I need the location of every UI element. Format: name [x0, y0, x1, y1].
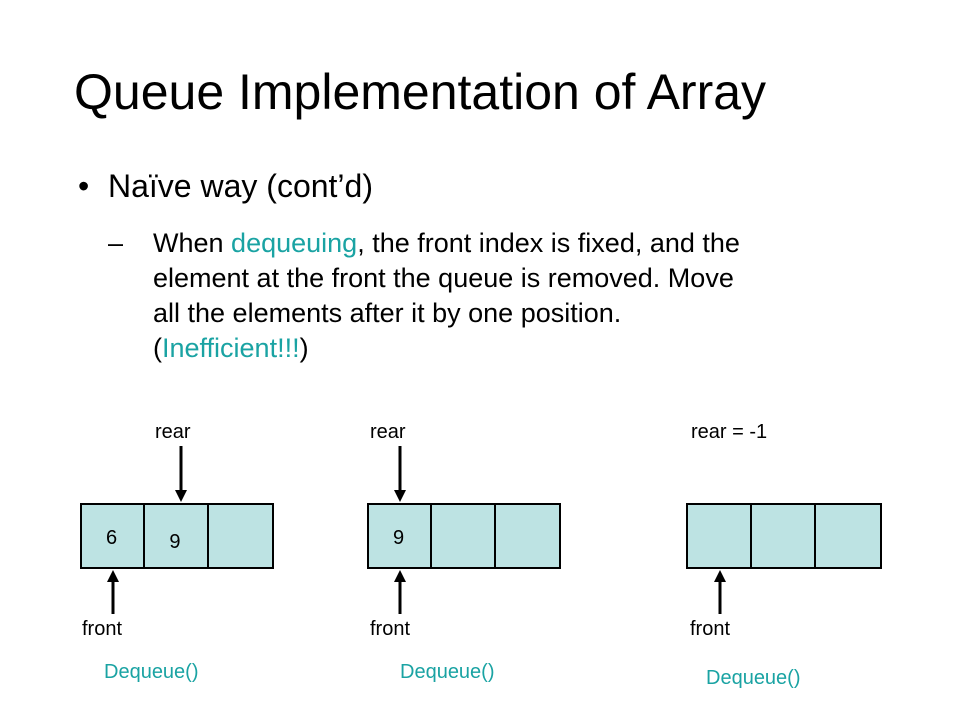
- sub-text-4-close: ): [299, 333, 309, 363]
- array-cell: 9: [369, 505, 433, 567]
- rear-label-3: rear = -1: [691, 421, 768, 443]
- array-cell: [752, 505, 816, 567]
- dequeue-call-2: Dequeue(): [400, 661, 495, 683]
- sub-bullet-line-3: all the elements after it by one positio…: [108, 296, 740, 331]
- bullet-dot: •: [78, 168, 90, 204]
- array-cell: [688, 505, 752, 567]
- sub-text-1b: , the front index is fixed, and the: [357, 228, 740, 258]
- sub-bullet-line-2: element at the front the queue is remove…: [108, 261, 740, 296]
- front-label-1: front: [82, 618, 123, 640]
- array-cell: [209, 505, 272, 567]
- sub-bullet: –When dequeuing, the front index is fixe…: [108, 226, 740, 366]
- array-cell: 6: [82, 505, 146, 567]
- queue-array-3: [686, 503, 882, 569]
- rear-label-1: rear: [155, 421, 191, 443]
- sub-bullet-line-1: –When dequeuing, the front index is fixe…: [108, 226, 740, 261]
- bullet-text: Naïve way (cont’d): [108, 168, 373, 204]
- sub-text-4-open: (: [153, 333, 162, 363]
- rear-label-2: rear: [370, 421, 406, 443]
- array-cell: [496, 505, 559, 567]
- queue-array-2: 9: [367, 503, 561, 569]
- dequeue-call-1: Dequeue(): [104, 661, 199, 683]
- sub-bullet-dash: –: [108, 228, 124, 258]
- front-label-2: front: [370, 618, 411, 640]
- main-bullet: • Naïve way (cont’d): [78, 166, 373, 206]
- dequeue-call-3: Dequeue(): [706, 667, 801, 689]
- queue-array-1: 6 9: [80, 503, 274, 569]
- array-cell: [816, 505, 880, 567]
- front-label-3: front: [690, 618, 731, 640]
- slide-title: Queue Implementation of Array: [74, 64, 767, 120]
- array-cell: 9: [145, 505, 209, 567]
- inefficient-highlight: Inefficient!!!: [162, 333, 300, 363]
- dequeuing-highlight: dequeuing: [231, 228, 358, 258]
- sub-text-1a: When: [153, 228, 232, 258]
- sub-text-3: all the elements after it by one positio…: [153, 298, 622, 328]
- array-cell: [432, 505, 496, 567]
- sub-bullet-line-4: (Inefficient!!!): [108, 331, 740, 366]
- sub-text-2: element at the front the queue is remove…: [153, 263, 734, 293]
